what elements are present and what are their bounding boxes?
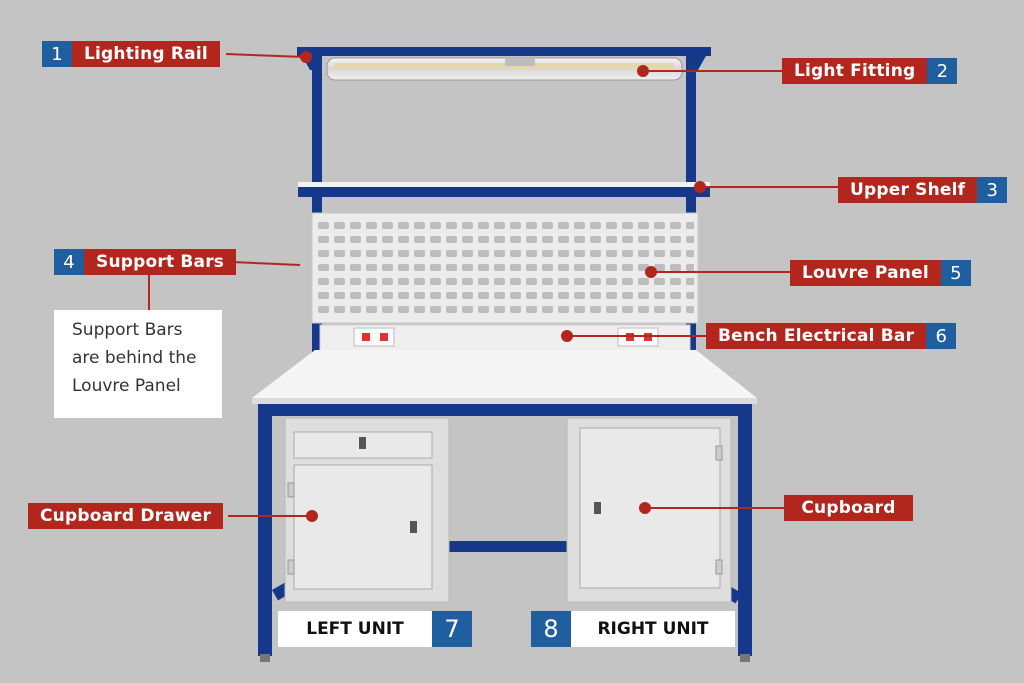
label-lighting-rail: 1 Lighting Rail [42,41,220,67]
note-line: Support Bars [72,316,222,344]
worktop [252,350,757,416]
right-unit-label: 8 RIGHT UNIT [531,611,735,647]
label-number: 5 [941,260,971,286]
label-text: Bench Electrical Bar [706,323,926,349]
label-number: 3 [977,177,1007,203]
label-support-bars: 4 Support Bars [54,249,236,275]
label-light-fitting: Light Fitting 2 [782,58,957,84]
unit-text: RIGHT UNIT [571,611,735,647]
label-louvre-panel: Louvre Panel 5 [790,260,971,286]
bench-electrical-bar [320,325,690,351]
label-cupboard-drawer: Cupboard Drawer [28,503,223,529]
label-text: Upper Shelf [838,177,977,203]
label-text: Support Bars [84,249,236,275]
label-cupboard: Cupboard [784,495,913,521]
upper-shelf [298,182,710,197]
unit-number: 7 [432,611,472,647]
note-line: Louvre Panel [72,372,222,400]
label-number: 6 [926,323,956,349]
louvre-panel [312,213,698,323]
note-line: are behind the [72,344,222,372]
left-unit-label: LEFT UNIT 7 [278,611,472,647]
label-text: Cupboard [784,495,913,521]
label-number: 1 [42,41,72,67]
label-number: 4 [54,249,84,275]
unit-number: 8 [531,611,571,647]
label-text: Cupboard Drawer [28,503,223,529]
label-text: Lighting Rail [72,41,220,67]
left-cupboard-unit [285,418,449,602]
unit-text: LEFT UNIT [278,611,432,647]
label-text: Louvre Panel [790,260,941,286]
label-bench-electrical-bar: Bench Electrical Bar 6 [706,323,956,349]
light-fitting [327,58,682,80]
label-text: Light Fitting [782,58,927,84]
support-bars-note: Support Bars are behind the Louvre Panel [54,310,222,418]
label-upper-shelf: Upper Shelf 3 [838,177,1007,203]
label-number: 2 [927,58,957,84]
